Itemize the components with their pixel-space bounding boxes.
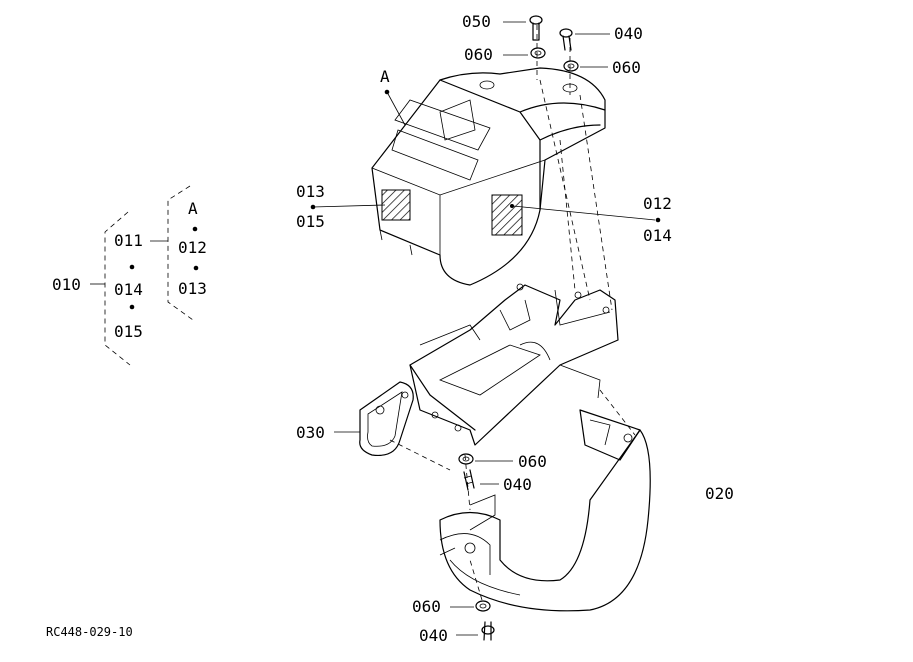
callout-060-middle: 060 xyxy=(518,452,547,471)
callout-ref-a: A xyxy=(380,67,390,86)
callout-015: 015 xyxy=(296,212,325,231)
bolt-040-bottom xyxy=(481,621,495,641)
legend-014: 014 xyxy=(114,280,143,299)
upper-cover xyxy=(371,67,606,286)
legend-brackets xyxy=(90,185,199,366)
bolt-050 xyxy=(529,15,543,41)
legend-012: 012 xyxy=(178,238,207,257)
callout-014: 014 xyxy=(643,226,672,245)
washer-060-top-left xyxy=(530,47,546,59)
callout-060-top-right: 060 xyxy=(612,58,641,77)
callout-060-bottom: 060 xyxy=(412,597,441,616)
alignment-lines xyxy=(389,25,636,601)
legend-011: 011 xyxy=(114,231,143,250)
legend-ref-a: A xyxy=(188,199,198,218)
callout-030: 030 xyxy=(296,423,325,442)
legend-015: 015 xyxy=(114,322,143,341)
bolt-040-top xyxy=(559,28,573,51)
callout-040-bottom: 040 xyxy=(419,626,448,645)
drawing-code: RC448-029-10 xyxy=(46,625,133,639)
part-020-lower-cover xyxy=(439,409,651,612)
bolt-040-middle xyxy=(463,469,475,491)
washer-060-top-right xyxy=(563,60,579,72)
callout-020: 020 xyxy=(705,484,734,503)
callout-050: 050 xyxy=(462,12,491,31)
leader-lines xyxy=(310,21,661,636)
callout-013: 013 xyxy=(296,182,325,201)
callout-060-top-left: 060 xyxy=(464,45,493,64)
legend-010: 010 xyxy=(52,275,81,294)
callout-012: 012 xyxy=(643,194,672,213)
callout-040-middle: 040 xyxy=(503,475,532,494)
middle-bracket xyxy=(409,283,619,446)
part-030-cover xyxy=(359,381,414,457)
washer-060-bottom xyxy=(475,600,491,612)
callout-040-top: 040 xyxy=(614,24,643,43)
washer-060-middle xyxy=(458,453,474,465)
legend-013: 013 xyxy=(178,279,207,298)
